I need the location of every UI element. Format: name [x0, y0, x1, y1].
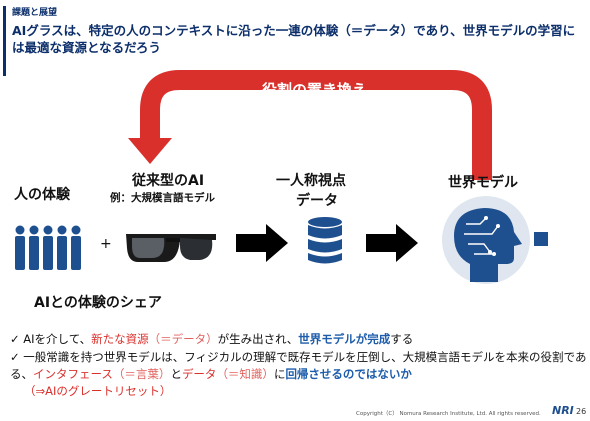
check-icon: ✓	[10, 350, 20, 364]
conventional-ai-label: 従来型のAI	[132, 173, 205, 189]
check-icon: ✓	[10, 332, 20, 346]
copyright-text: Copyright（C） Nomura Research Institute, …	[356, 411, 541, 417]
plus-sign: +	[100, 236, 112, 252]
first-person-label: 一人称視点	[276, 173, 346, 189]
header-accent-bar	[3, 6, 6, 76]
bullet-1: ✓ AIを介して、新たな資源（＝データ）が生み出され、世界モデルが完成する	[10, 331, 588, 348]
first-person-data-label: データ	[296, 193, 338, 209]
bullet-2-words-note: （＝言葉）	[112, 367, 171, 381]
bullet-2-great-reset: （⇒AIのグレートリセット）	[24, 384, 172, 398]
bullet-2-text-2: と	[170, 367, 182, 381]
world-model-label: 世界モデル	[448, 175, 518, 191]
bullet-2-text-1: 一般常識を持つ世界モデルは、フィジカルの理解で既存モデルを圧倒し、大規模言語モデ…	[10, 350, 587, 381]
ai-share-label: AIとの体験のシェア	[34, 295, 162, 311]
page-number: 26	[576, 407, 587, 416]
world-model-head-icon	[442, 196, 530, 284]
feedback-arrow-label: 役割の置き換え	[262, 81, 368, 99]
conventional-ai-example: 例：大規模言語モデル	[110, 192, 215, 204]
people-group-icon	[15, 225, 81, 270]
bullet-1-new-resource: 新たな資源	[91, 332, 149, 346]
page-headline: AIグラスは、特定の人のコンテキストに沿った一連の体験（＝データ）であり、世界モ…	[12, 23, 576, 55]
human-experience-label: 人の体験	[14, 187, 70, 203]
bullet-2-text-3: に	[273, 367, 286, 381]
database-icon	[308, 217, 342, 264]
smart-glasses-icon	[122, 218, 220, 278]
section-label: 課題と展望	[12, 8, 58, 18]
nri-logo: NRI	[552, 404, 574, 417]
bullet-2-interface: インタフェース	[33, 367, 113, 381]
bullet-1-text-1: AIを介して、	[23, 332, 92, 346]
logo-mark-icon	[534, 232, 548, 246]
bullet-2-data: データ	[181, 367, 217, 381]
right-arrow-icon	[236, 224, 288, 262]
bullet-2: ✓ 一般常識を持つ世界モデルは、フィジカルの理解で既存モデルを圧倒し、大規模言語…	[10, 349, 588, 400]
bullet-1-text-3: する	[390, 332, 414, 346]
bullet-2-regression: 回帰させるのではないか	[285, 367, 412, 381]
bullet-2-knowledge-note: （＝知識）	[216, 367, 274, 381]
bullet-1-data-note: （＝データ）	[148, 332, 218, 346]
bullet-1-world-model-complete: 世界モデルが完成	[298, 332, 391, 346]
bullet-1-text-2: が生み出され、	[217, 332, 299, 346]
right-arrow-icon	[366, 224, 418, 262]
